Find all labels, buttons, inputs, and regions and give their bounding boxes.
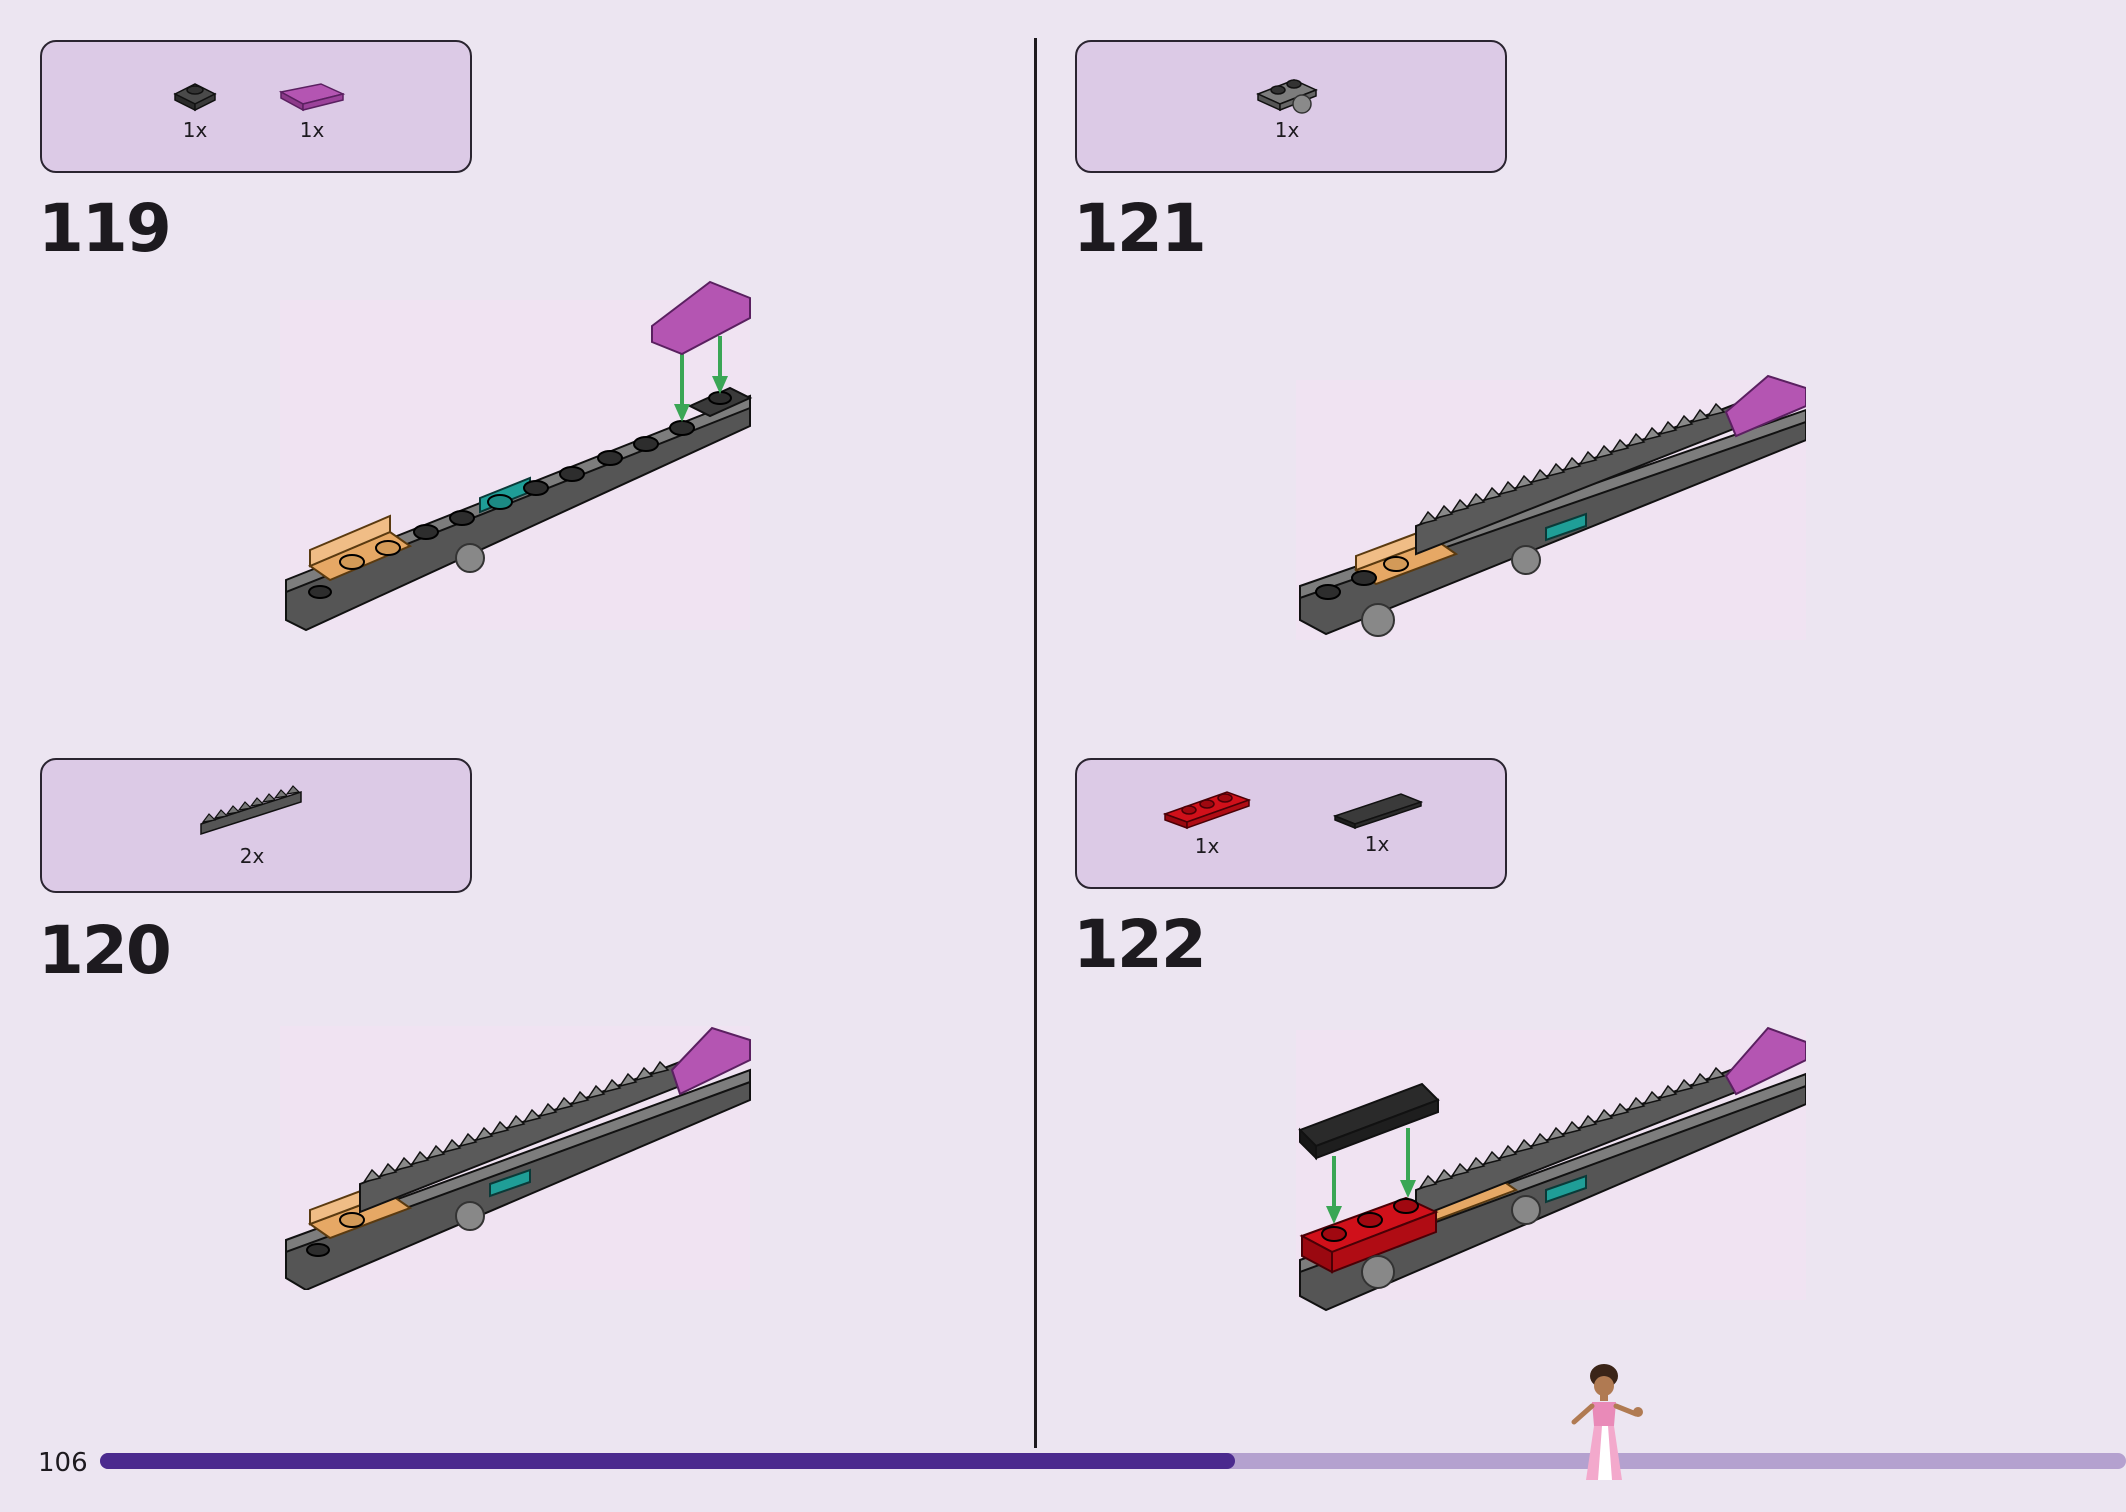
parts-box-step-120: 2x xyxy=(40,758,472,893)
black-tile-arrow-group xyxy=(1326,1128,1416,1224)
black-round-plate-icon xyxy=(173,83,217,112)
step-number-119: 119 xyxy=(38,190,172,267)
part-dark-gray-rack-gear: 2x xyxy=(192,782,312,868)
part-qty: 1x xyxy=(1274,118,1300,142)
part-qty: 1x xyxy=(1364,832,1390,856)
step-number-122: 122 xyxy=(1073,906,1207,983)
page-number: 106 xyxy=(38,1448,88,1478)
parts-box-step-119: 1x 1x xyxy=(40,40,472,173)
parts-box-step-121: 1x xyxy=(1075,40,1507,173)
parts-box-step-122: 1x 1x xyxy=(1075,758,1507,889)
part-qty: 1x xyxy=(182,118,208,142)
progress-bar xyxy=(100,1453,2126,1469)
part-black-1x4-tile: 1x xyxy=(1327,790,1427,856)
magenta-slope-arrow-group xyxy=(674,336,728,422)
part-red-1x3-plate: 1x xyxy=(1157,786,1257,858)
part-qty: 2x xyxy=(239,844,265,868)
progress-bar-fill xyxy=(100,1453,1235,1469)
minidoll-figure-icon xyxy=(1571,1364,1643,1480)
part-black-round-plate: 1x xyxy=(160,76,230,142)
model-step-121 xyxy=(1296,374,1806,640)
magenta-curved-slope-icon xyxy=(278,83,346,112)
column-divider xyxy=(1034,38,1037,1448)
model-step-119 xyxy=(280,280,753,632)
dark-gray-rack-gear-icon xyxy=(200,785,302,836)
red-1x3-plate-icon xyxy=(1162,791,1252,830)
step-number-121: 121 xyxy=(1073,190,1207,267)
model-step-122 xyxy=(1296,1026,1806,1312)
gray-plate-with-ball-icon xyxy=(1256,79,1318,114)
part-magenta-curved-slope: 1x xyxy=(272,76,352,142)
step-number-120: 120 xyxy=(38,912,172,989)
part-qty: 1x xyxy=(1194,834,1220,858)
part-gray-plate-with-ball: 1x xyxy=(1247,70,1327,142)
part-qty: 1x xyxy=(299,118,325,142)
black-1x4-tile-icon xyxy=(1332,793,1423,830)
model-step-120 xyxy=(280,1026,751,1290)
